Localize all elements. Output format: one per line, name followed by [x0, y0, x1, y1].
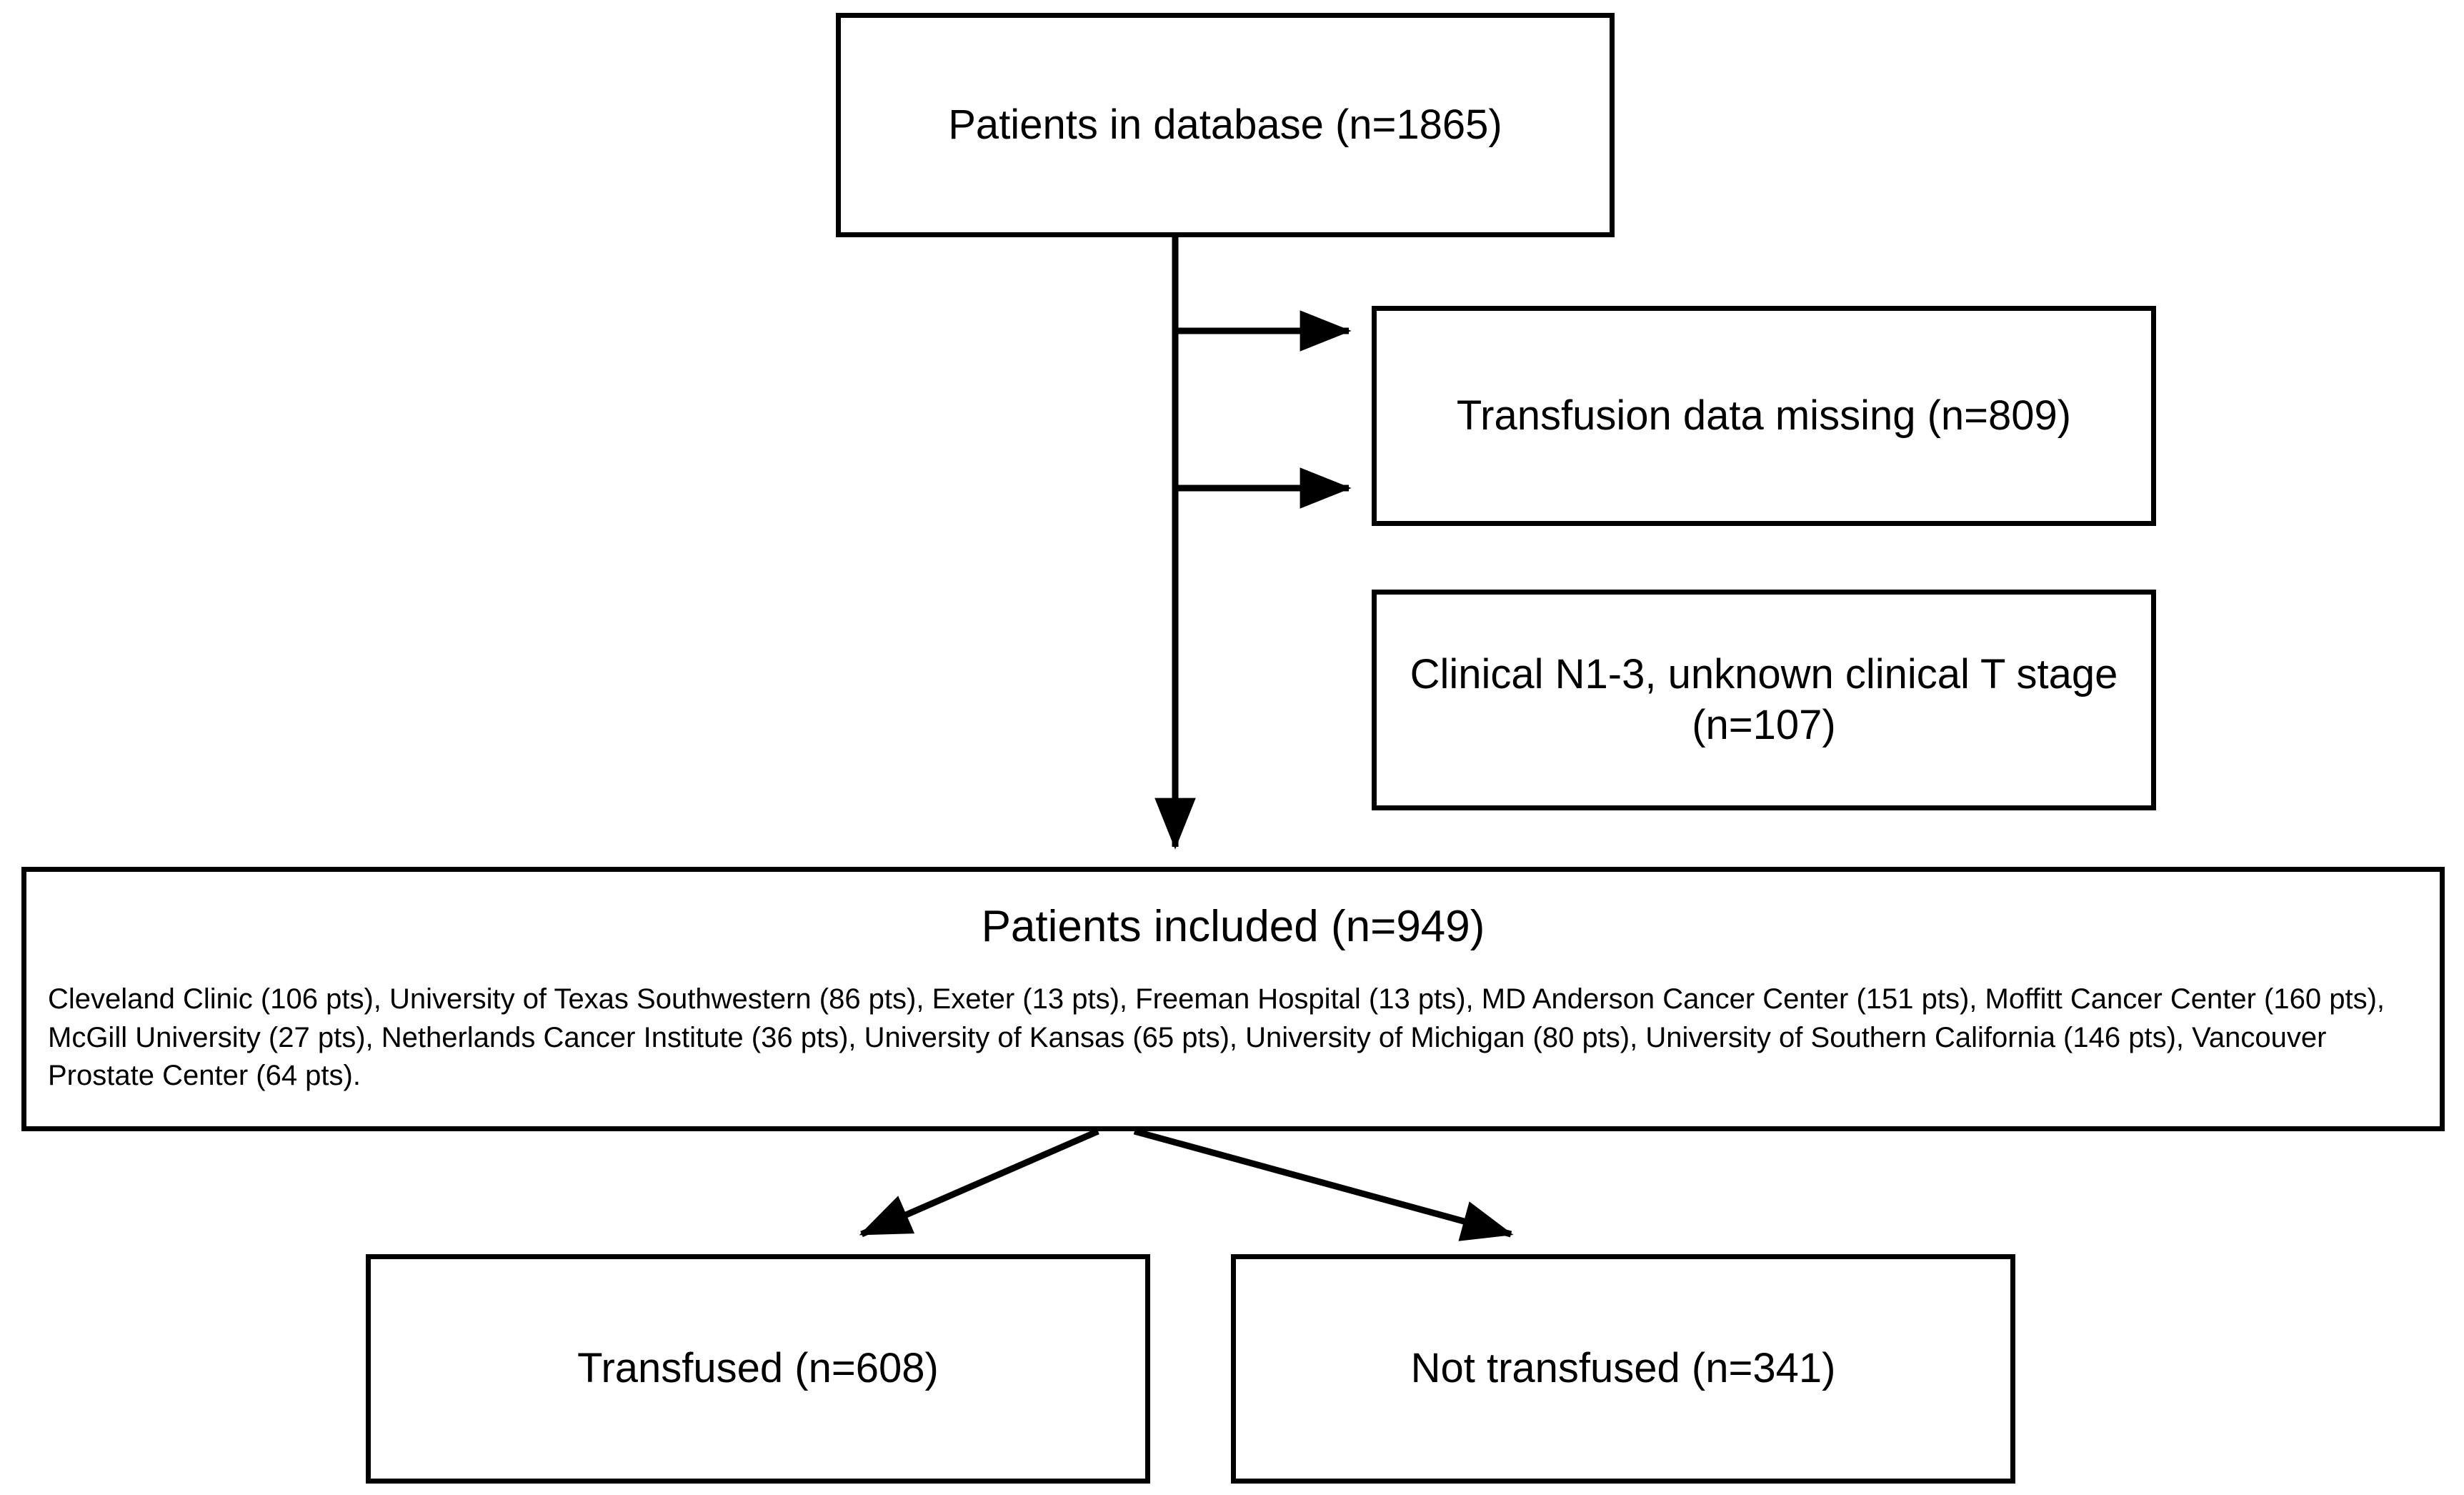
- node-not-transfused-label: Not transfused (n=341): [1410, 1345, 1836, 1392]
- node-patients-in-database-label: Patients in database (n=1865): [948, 101, 1502, 148]
- edge-included-to-transfused: [859, 1128, 1099, 1238]
- node-transfused: Transfused (n=608): [366, 1254, 1150, 1484]
- node-patients-included-title: Patients included (n=949): [981, 902, 1485, 951]
- node-clinical-n1-3-unknown-t-stage-label: Clinical N1-3, unknown clinical T stage …: [1410, 650, 2118, 748]
- node-patients-included: Patients included (n=949) Cleveland Clin…: [21, 867, 2445, 1131]
- node-not-transfused: Not transfused (n=341): [1231, 1254, 2015, 1484]
- node-patients-in-database: Patients in database (n=1865): [836, 13, 1615, 237]
- node-clinical-n1-3-unknown-t-stage: Clinical N1-3, unknown clinical T stage …: [1372, 590, 2156, 810]
- node-patients-included-sites-list: Cleveland Clinic (106 pts), University o…: [48, 983, 2385, 1092]
- node-transfusion-data-missing-label: Transfusion data missing (n=809): [1456, 392, 2072, 439]
- edge-included-to-not-transfused: [1133, 1128, 1514, 1241]
- node-transfusion-data-missing: Transfusion data missing (n=809): [1372, 306, 2156, 526]
- node-transfused-label: Transfused (n=608): [577, 1345, 939, 1392]
